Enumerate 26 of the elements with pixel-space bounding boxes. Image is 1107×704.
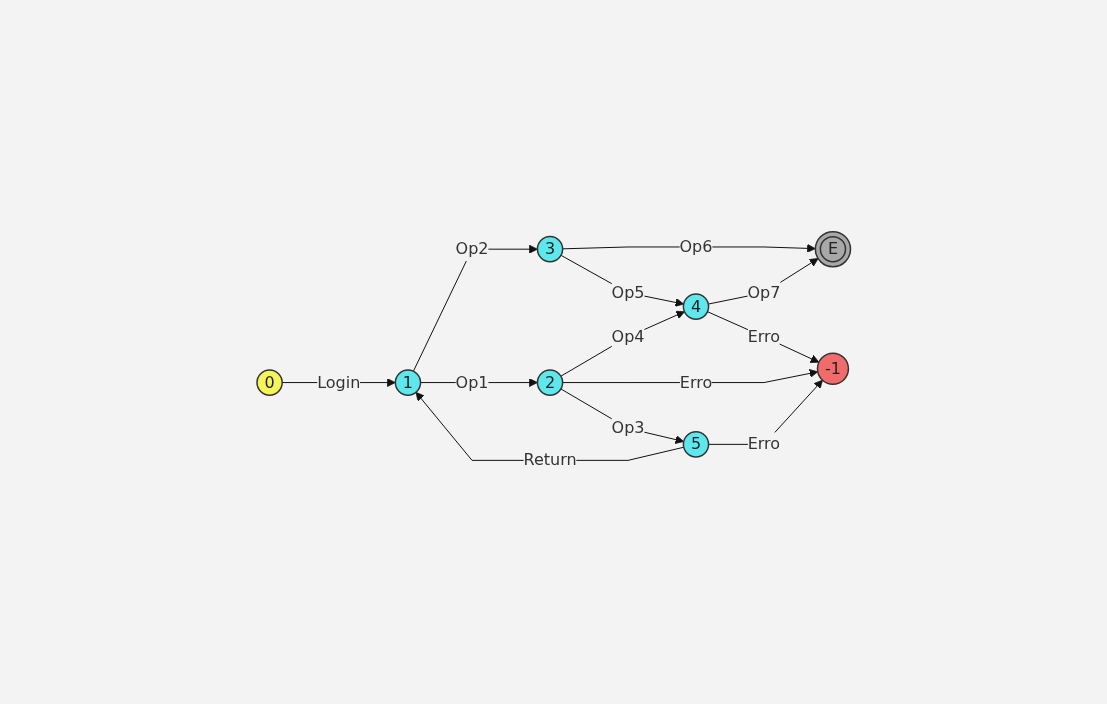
edge-label: Op7	[747, 282, 781, 302]
edge-label: Erro	[679, 372, 712, 392]
edge-label: Op3	[611, 418, 645, 438]
node-circle: 5	[682, 431, 710, 458]
edge-label: Op4	[611, 326, 645, 346]
node-circle: 2	[536, 369, 564, 396]
node-circle: 0	[256, 369, 283, 396]
edge-label: Erro	[747, 434, 780, 454]
arrow	[560, 388, 684, 444]
arrow	[560, 310, 685, 377]
arrow	[706, 311, 820, 363]
edge-label: Op1	[455, 372, 489, 392]
node-circle: 4	[682, 293, 710, 320]
node-circle: E	[814, 230, 851, 268]
arrow	[560, 254, 684, 307]
edge-label: Erro	[747, 326, 780, 346]
edge-label: Login	[316, 372, 361, 392]
node-circle: -1	[816, 352, 849, 385]
edge-label: Op5	[611, 282, 645, 302]
edge-label: Return	[523, 450, 577, 470]
edge-label: Op6	[679, 236, 713, 256]
arrow	[707, 258, 819, 305]
edge-label: Op2	[455, 239, 489, 259]
node-circle: 1	[394, 369, 422, 396]
node-circle: 3	[536, 235, 564, 263]
arrow	[415, 391, 684, 461]
